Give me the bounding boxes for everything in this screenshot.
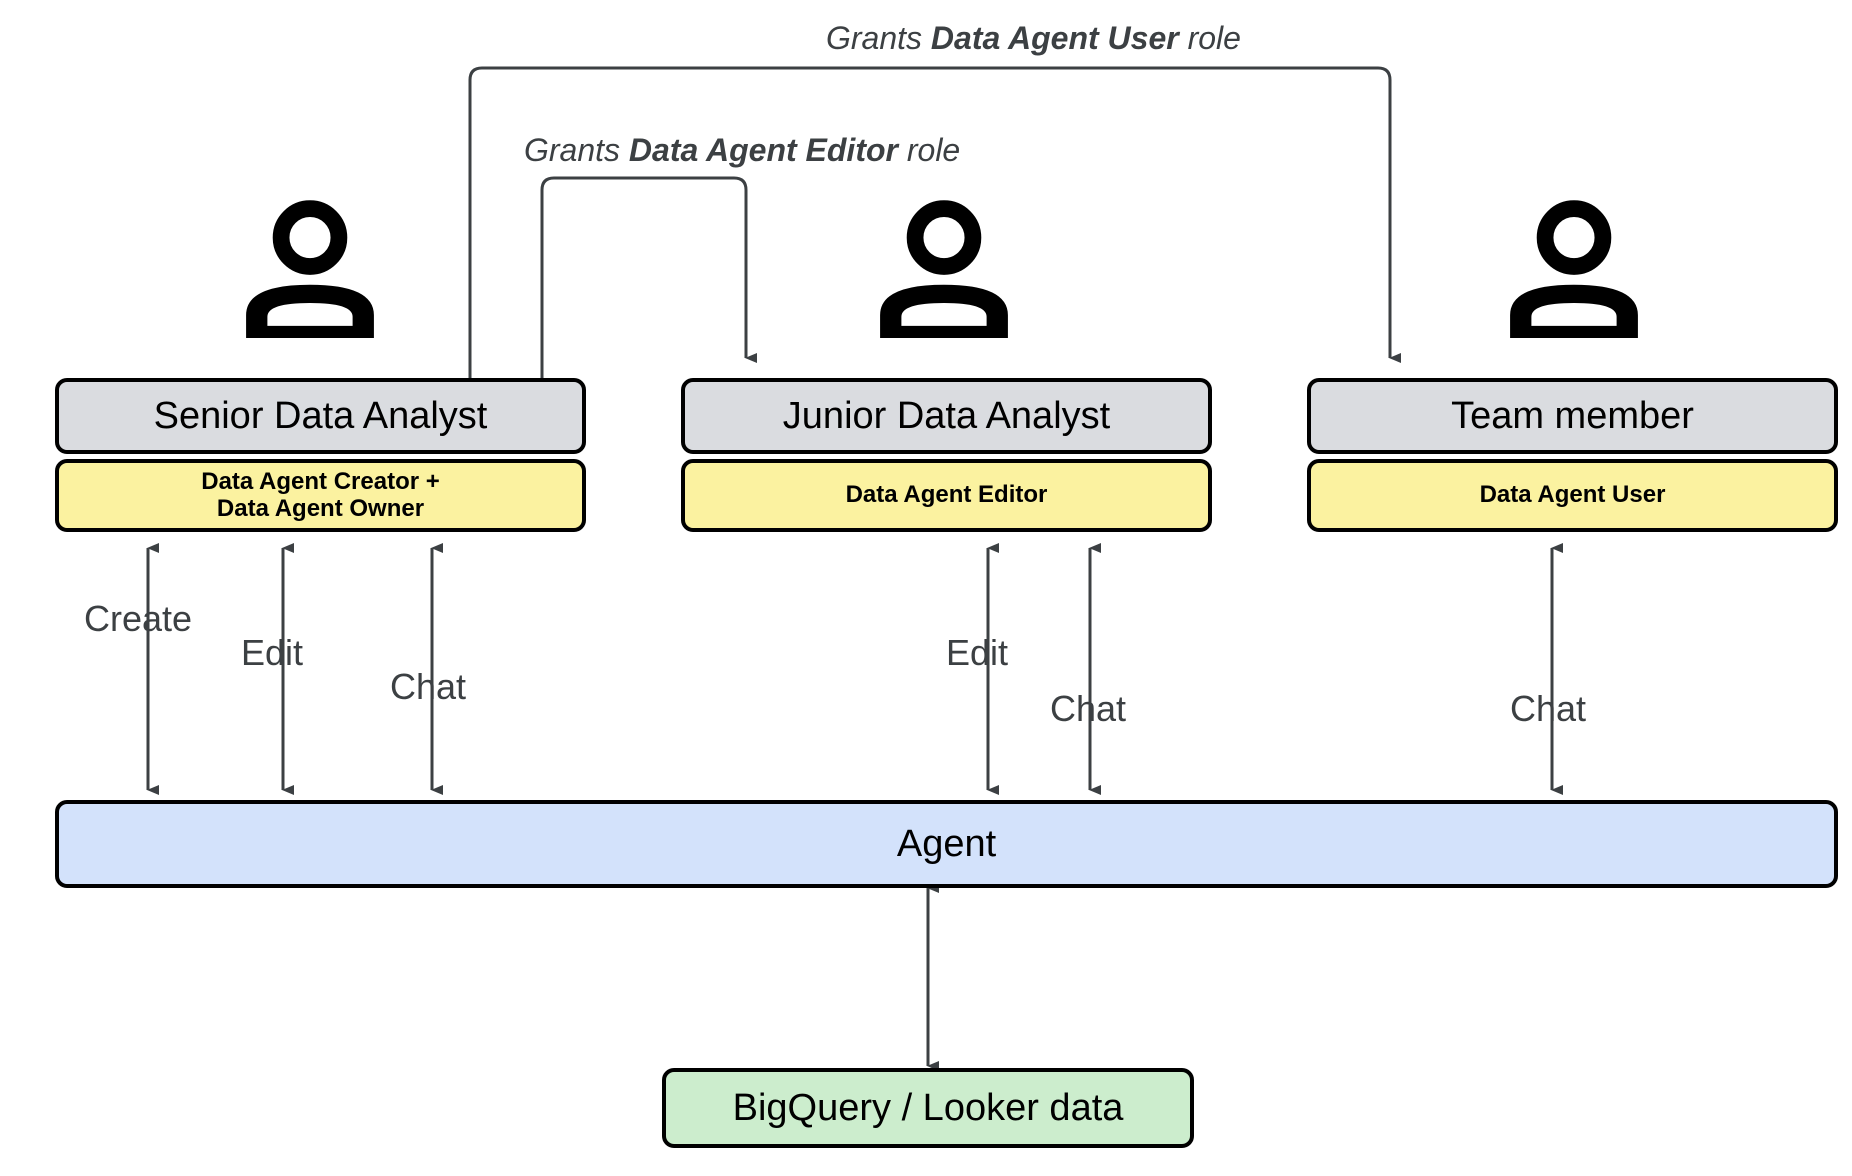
person-icon [232, 198, 388, 338]
person-icon [1496, 198, 1652, 338]
datasource-box[interactable]: BigQuery / Looker data [662, 1068, 1194, 1148]
grant-label-user: Grants Data Agent User role [826, 20, 1241, 57]
grant-suffix: role [1178, 20, 1241, 56]
edge-label-create: Create [84, 598, 193, 639]
persona-permission-junior-data-analyst[interactable]: Data Agent Editor [681, 459, 1212, 532]
grant-prefix: Grants [826, 20, 931, 56]
persona-title-senior-data-analyst[interactable]: Senior Data Analyst [55, 378, 586, 454]
persona-permission-team-member[interactable]: Data Agent User [1307, 459, 1838, 532]
grant-role: Data Agent User [930, 20, 1179, 56]
edge-label-edit-junior: Edit [946, 632, 1009, 673]
grant-suffix: role [897, 132, 961, 168]
persona-title-junior-data-analyst[interactable]: Junior Data Analyst [681, 378, 1212, 454]
grant-connector-editor [540, 176, 757, 378]
person-icon [866, 198, 1022, 338]
persona-permission-senior-data-analyst[interactable]: Data Agent Creator + Data Agent Owner [55, 459, 586, 532]
edge-label-chat-junior: Chat [1050, 688, 1127, 729]
persona-title-team-member[interactable]: Team member [1307, 378, 1838, 454]
edge-label-chat-team: Chat [1510, 688, 1587, 729]
grant-label-editor: Grants Data Agent Editor role [524, 132, 960, 169]
grant-prefix: Grants [524, 132, 629, 168]
agent-box[interactable]: Agent [55, 800, 1838, 888]
edge-label-edit-senior: Edit [241, 632, 304, 673]
edge-label-chat-senior: Chat [390, 666, 467, 707]
grant-role: Data Agent Editor [628, 132, 898, 168]
